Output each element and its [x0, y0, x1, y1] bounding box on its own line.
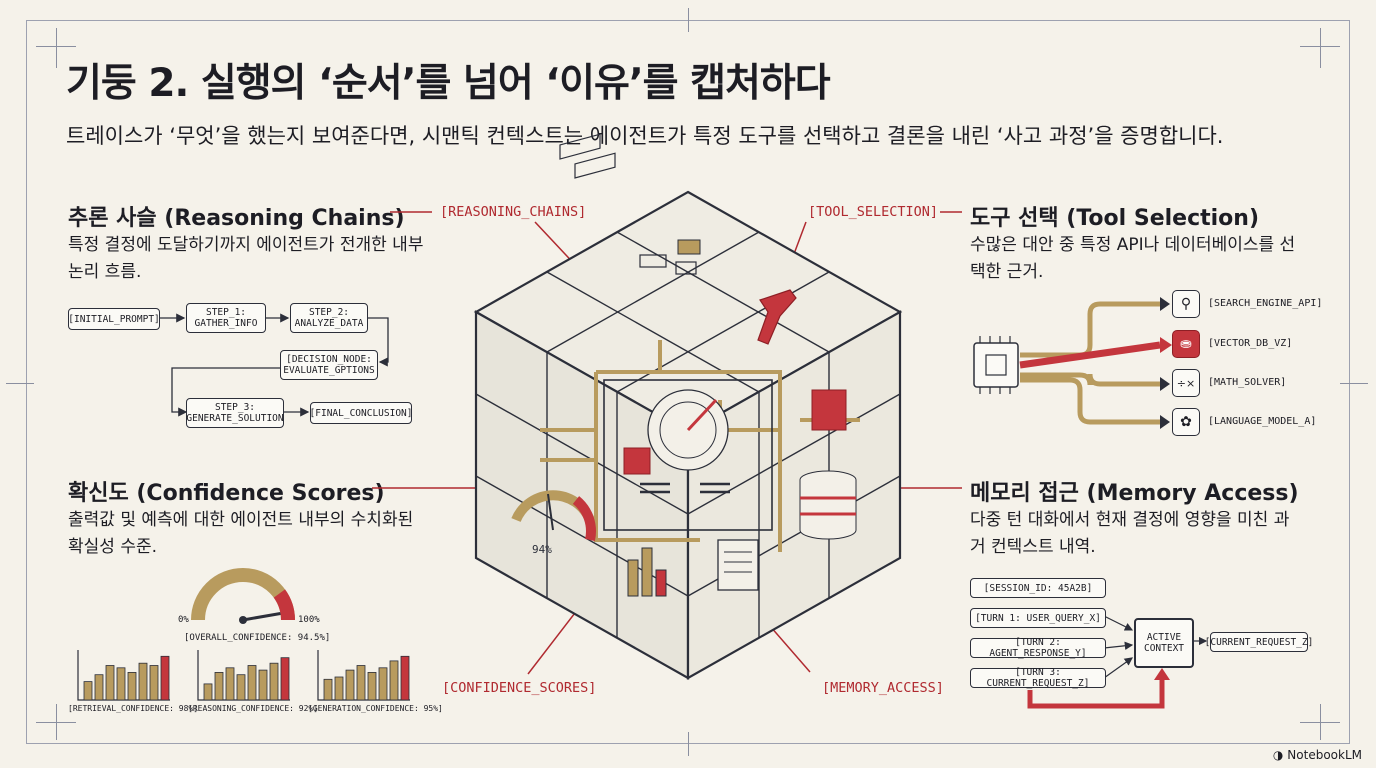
confidence-bar: [258, 669, 268, 701]
crop-mark: [688, 8, 689, 32]
model-icon: ✿: [1172, 408, 1200, 436]
reasoning-heading: 추론 사슬 (Reasoning Chains): [68, 206, 405, 231]
flow-step-2: STEP_2: ANALYZE_DATA: [290, 303, 368, 333]
tool-label-vector-db: [VECTOR_DB_VZ]: [1208, 338, 1293, 349]
confidence-bar: [367, 672, 377, 701]
confidence-bar: [280, 657, 290, 701]
gauge-min-label: 0%: [178, 615, 189, 625]
memory-turn-3: [TURN 3: CURRENT_REQUEST_Z]: [970, 667, 1106, 689]
callout-memory: [MEMORY_ACCESS]: [822, 680, 944, 696]
brand-logo: ◑ NotebookLM: [1273, 748, 1362, 762]
confidence-bar: [160, 655, 170, 701]
memory-session: [SESSION_ID: 45A2B]: [970, 578, 1106, 598]
confidence-desc: 출력값 및 예측에 대한 에이전트 내부의 수치화된 확실성 수준.: [68, 510, 414, 557]
confidence-bar: [138, 662, 148, 701]
confidence-bar: [400, 655, 410, 701]
confidence-bar: [269, 662, 279, 701]
tool-label-math: [MATH_SOLVER]: [1208, 377, 1287, 388]
confidence-bar: [127, 672, 137, 701]
flow-final-conclusion: [FINAL_CONCLUSION]: [310, 402, 412, 424]
callout-confidence: [CONFIDENCE_SCORES]: [442, 680, 597, 696]
bar-group-label: [RETRIEVAL_CONFIDENCE: 98%]: [68, 704, 199, 713]
confidence-bar: [389, 660, 399, 701]
active-context-chip: ACTIVE CONTEXT: [1134, 618, 1194, 668]
search-icon: ⚲: [1172, 290, 1200, 318]
confidence-bar: [356, 665, 366, 701]
confidence-bar: [94, 674, 104, 701]
crop-mark: [1340, 383, 1368, 384]
confidence-bar: [334, 676, 344, 701]
tool-label-language-model: [LANGUAGE_MODEL_A]: [1208, 416, 1317, 427]
crop-mark: [1320, 704, 1321, 740]
confidence-bar: [105, 665, 115, 701]
flow-step-1: STEP_1: GATHER_INFO: [186, 303, 266, 333]
cube-gauge-label: 94%: [532, 543, 552, 556]
confidence-bar: [203, 683, 213, 701]
tool-label-search: [SEARCH_ENGINE_API]: [1208, 298, 1323, 309]
confidence-bar: [214, 672, 224, 701]
chip-icon: [973, 342, 1019, 388]
confidence-bar: [116, 667, 126, 701]
confidence-bar: [225, 667, 235, 701]
brand-name: NotebookLM: [1287, 748, 1362, 762]
callout-reasoning: [REASONING_CHAINS]: [440, 204, 587, 220]
memory-heading: 메모리 접근 (Memory Access): [970, 481, 1299, 506]
math-icon: ÷×: [1172, 369, 1200, 397]
memory-output: [CURRENT_REQUEST_Z]: [1205, 632, 1313, 652]
confidence-bar: [149, 665, 159, 701]
memory-turn-1: [TURN 1: USER_QUERY_X]: [970, 608, 1106, 628]
confidence-bar: [378, 667, 388, 701]
confidence-bar: [345, 669, 355, 701]
memory-desc: 다중 턴 대화에서 현재 결정에 영향을 미친 과거 컨텍스트 내역.: [970, 510, 1290, 557]
gauge-max-label: 100%: [298, 615, 320, 625]
tool-desc: 수많은 대안 중 특정 API나 데이터베이스를 선택한 근거.: [970, 235, 1296, 282]
callout-tool: [TOOL_SELECTION]: [808, 204, 939, 220]
memory-turn-2: [TURN 2: AGENT_RESPONSE_Y]: [970, 637, 1106, 659]
flow-step-3: STEP_3: GENERATE_SOLUTION: [186, 398, 284, 428]
tool-heading: 도구 선택 (Tool Selection): [970, 206, 1260, 231]
crop-mark: [6, 383, 34, 384]
cube-illustration: 94%: [473, 133, 903, 680]
confidence-bar: [83, 681, 93, 701]
confidence-heading: 확신도 (Confidence Scores): [68, 481, 385, 506]
crop-mark: [1320, 28, 1321, 68]
flow-initial-prompt: [INITIAL_PROMPT]: [68, 308, 160, 330]
page-subtitle: 트레이스가 ‘무엇’을 했는지 보여준다면, 시맨틱 컨텍스트는 에이전트가 특…: [66, 124, 1224, 148]
confidence-bar: [236, 674, 246, 701]
confidence-bar: [323, 678, 333, 701]
bar-group-label: [REASONING_CONFIDENCE: 92%]: [188, 704, 319, 713]
crop-mark: [688, 732, 689, 756]
reasoning-desc: 특정 결정에 도달하기까지 에이전트가 전개한 내부 논리 흐름.: [68, 235, 424, 282]
crop-mark: [56, 704, 57, 740]
tool-selection-diagram: [973, 297, 1172, 429]
bar-group-label: [GENERATION_CONFIDENCE: 95%]: [308, 704, 443, 713]
confidence-bar: [247, 665, 257, 701]
confidence-bar-groups: [77, 650, 410, 701]
page-title: 기둥 2. 실행의 ‘순서’를 넘어 ‘이유’를 캡처하다: [66, 61, 831, 106]
notebooklm-icon: ◑: [1272, 748, 1284, 762]
database-icon: ⛂: [1172, 330, 1200, 358]
crop-mark: [56, 28, 57, 68]
overall-confidence-gauge: [191, 568, 295, 624]
gauge-caption: [OVERALL_CONFIDENCE: 94.5%]: [184, 633, 331, 643]
flow-decision-node: [DECISION_NODE: EVALUATE_GPTIONS: [280, 350, 378, 380]
